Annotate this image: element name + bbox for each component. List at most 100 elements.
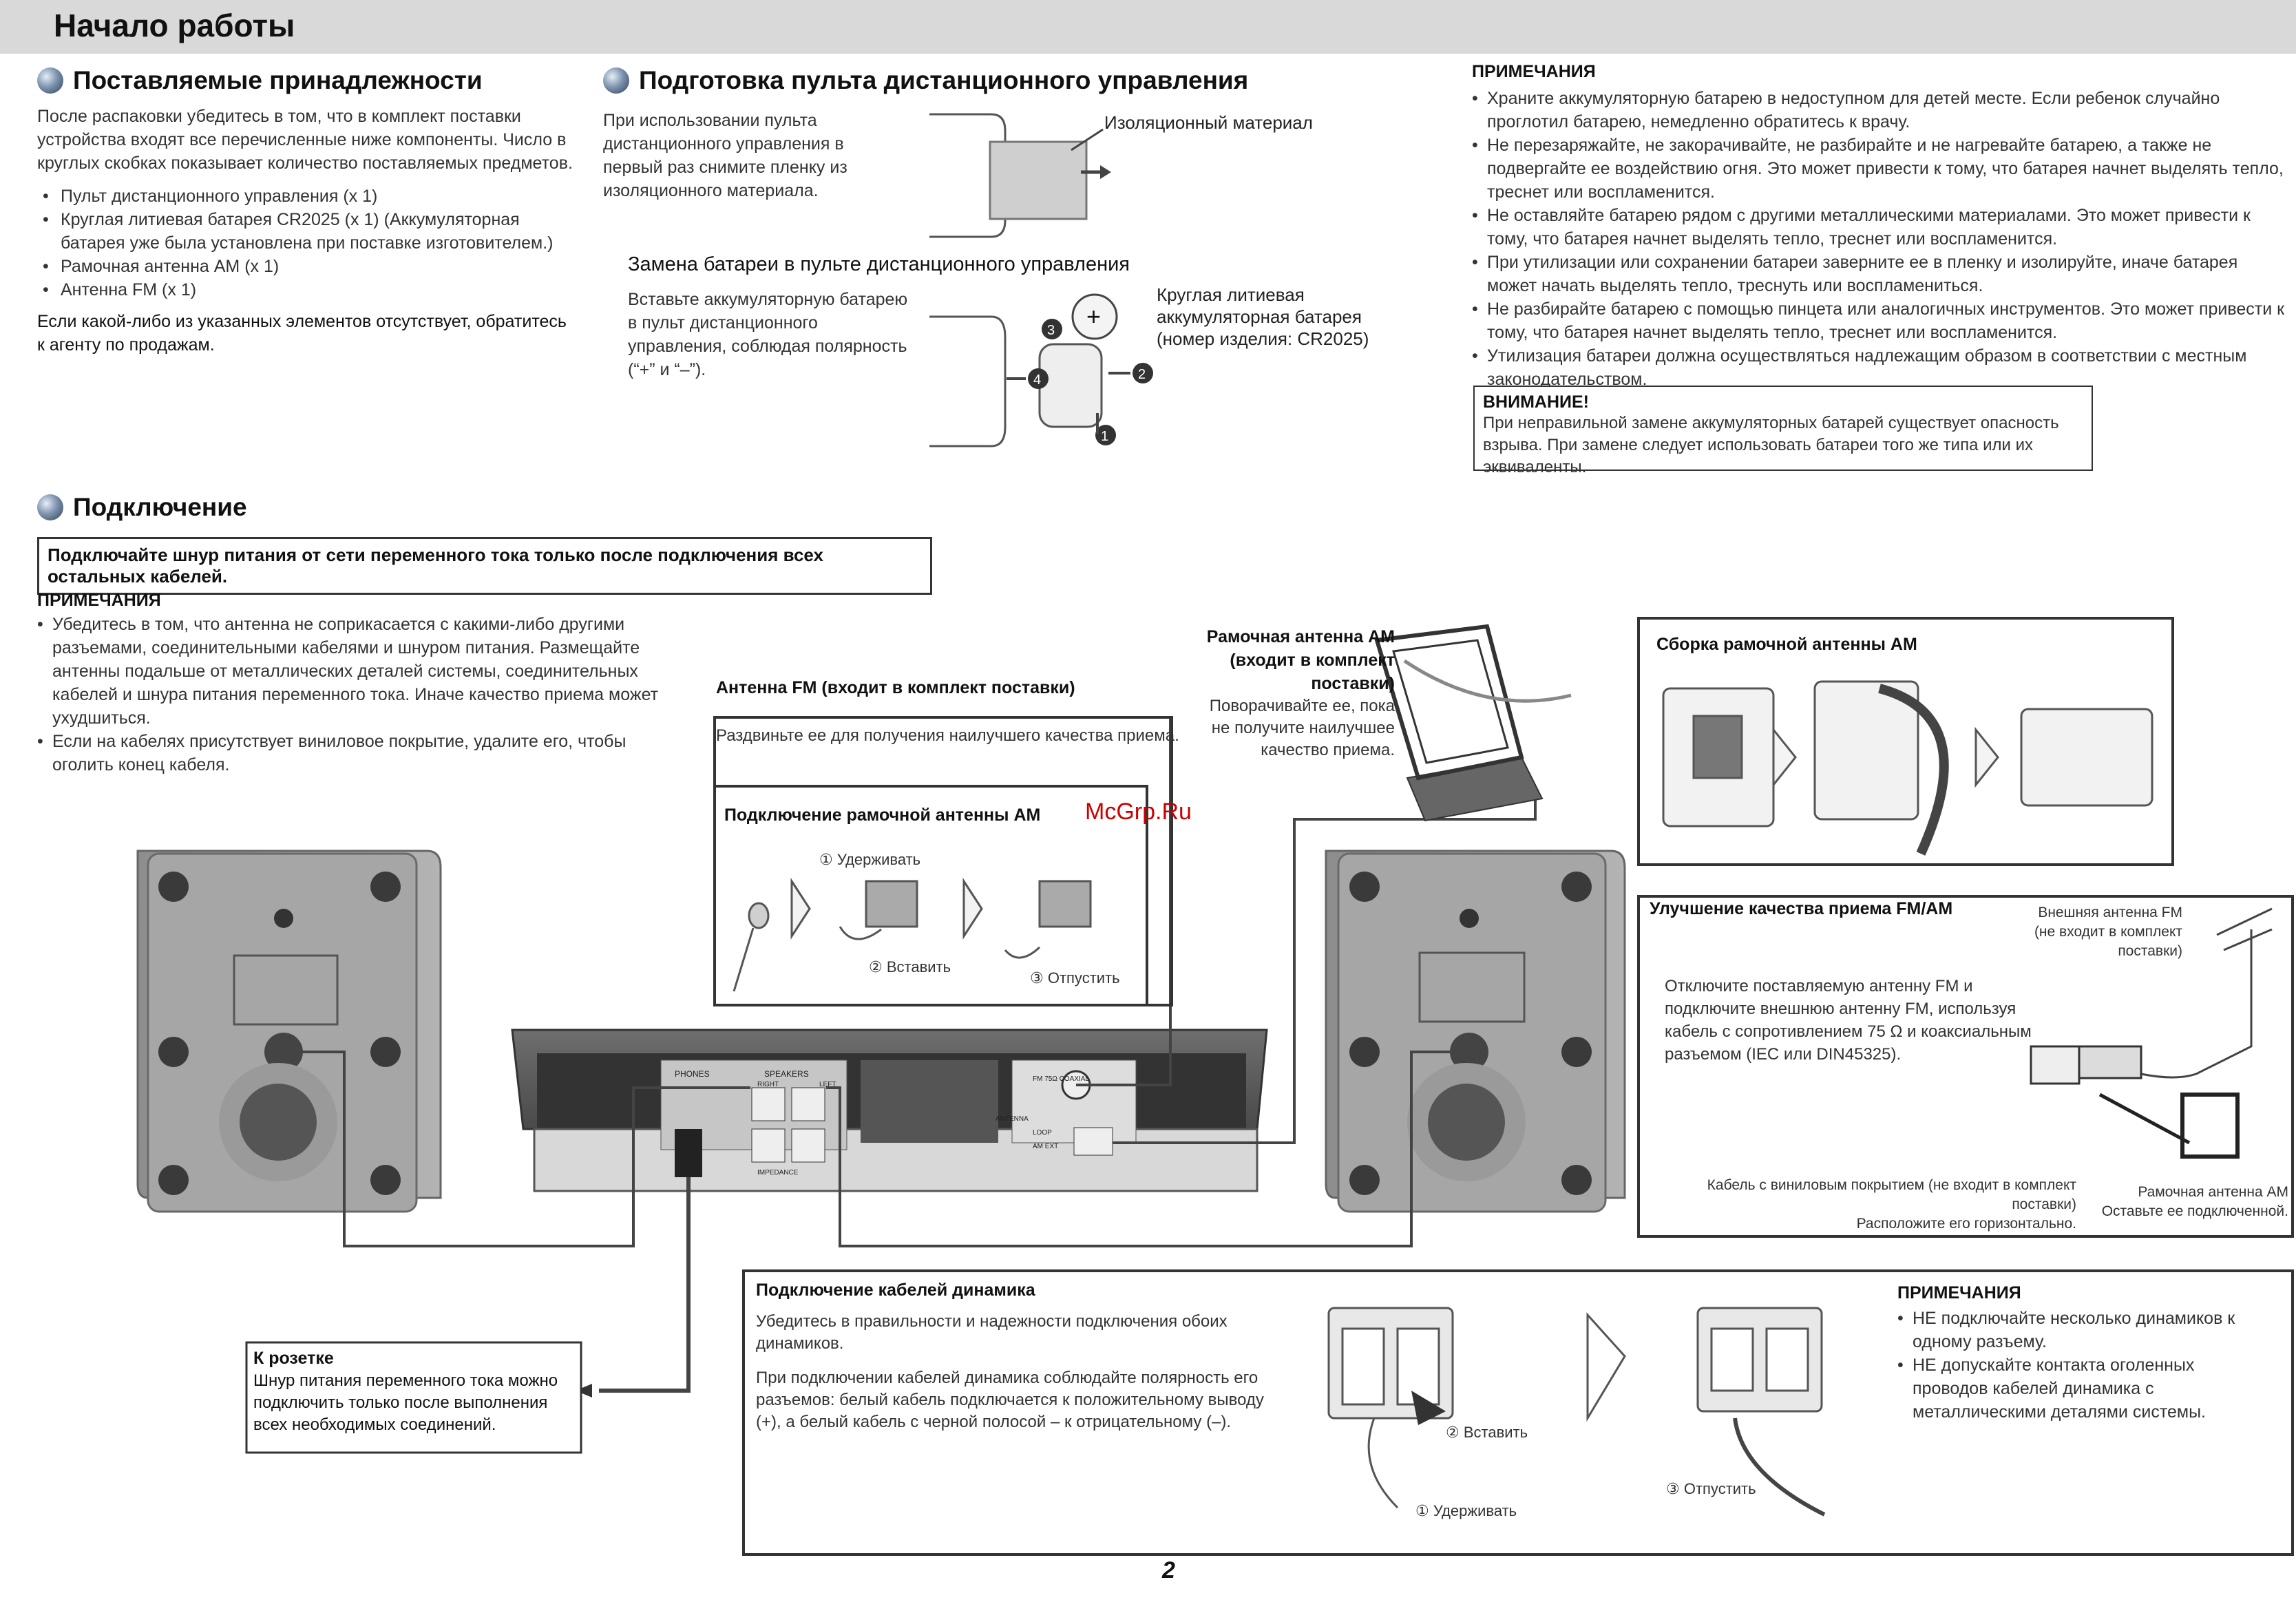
outlet-label: К розетке Шнур питания переменного тока … (253, 1347, 574, 1436)
connection-heading: Подключение (37, 493, 247, 522)
insulation-label: Изоляционный материал (1104, 112, 1313, 133)
list-item: Круглая литиевая батарея CR2025 (x 1) (А… (37, 208, 581, 255)
replace-battery-heading: Замена батареи в пульте дистанционного у… (628, 253, 1130, 275)
list-item: Рамочная антенна AM (x 1) (37, 255, 581, 278)
page-number: 2 (1162, 1557, 1175, 1583)
am-connect-heading: Подключение рамочной антенны AM (724, 805, 1041, 825)
am-keep-label: Рамочная антенна AM Оставьте ее подключе… (2097, 1183, 2288, 1221)
notes-top-heading: ПРИМЕЧАНИЯ (1472, 62, 1596, 81)
replace-battery-text: Вставьте аккумуляторную батарею в пульт … (628, 290, 908, 379)
title-bar: Начало работы (0, 0, 2296, 54)
list-item: При утилизации или сохранении батареи за… (1472, 251, 2291, 297)
am-loop-text: Поворачивайте ее, пока не получите наилу… (1209, 697, 1395, 759)
vinyl-cable-text: Кабель с виниловым покрытием (не входит … (1707, 1177, 2076, 1212)
am-connect-step1: ① Удерживать (819, 851, 921, 868)
section-bullet-icon (603, 67, 629, 94)
panel-am-ext-label: AM EXT (1033, 1143, 1058, 1150)
improve-box (1637, 895, 2294, 1238)
notes-top-list: Храните аккумуляторную батарею в недосту… (1472, 87, 2291, 391)
page-title: Начало работы (54, 8, 295, 43)
outlet-heading: К розетке (253, 1349, 334, 1368)
ext-antenna-label: Внешняя антенна FM (не входит в комплект… (2034, 905, 2182, 959)
list-item: Если на кабелях присутствует виниловое п… (37, 730, 677, 777)
list-item: Храните аккумуляторную батарею в недосту… (1472, 87, 2291, 134)
remote-text: При использовании пульта дистанционного … (603, 111, 847, 200)
accessories-heading-text: Поставляемые принадлежности (73, 66, 483, 94)
speaker-notes-list: НЕ подключайте несколько динамиков к одн… (1897, 1307, 2269, 1424)
speaker-text1: Убедитесь в правильности и надежности по… (756, 1312, 1228, 1353)
list-item: Антенна FM (x 1) (37, 278, 581, 302)
main-unit: PHONES SPEAKERS RIGHT LEFT IMPEDANCE ANT… (511, 1029, 1268, 1192)
improve-heading: Улучшение качества приема FM/AM (1650, 899, 1953, 918)
speaker-terminal-illustration (1327, 1307, 1826, 1517)
caution-text: При неправильной замене аккумуляторных б… (1483, 414, 2059, 476)
left-speaker (136, 850, 442, 1213)
panel-left-label: LEFT (819, 1081, 836, 1088)
step-2-badge: 2 (1138, 367, 1146, 382)
svg-text:+: + (1086, 302, 1101, 330)
remote-insulation-illustration (929, 113, 1111, 238)
list-item: НЕ допускайте контакта оголенных проводо… (1897, 1353, 2269, 1424)
accessories-list: Пульт дистанционного управления (x 1) Кр… (37, 184, 581, 302)
panel-loop-label: LOOP (1033, 1129, 1052, 1137)
battery-replacement-illustration: + 3 4 2 1 (929, 293, 1153, 447)
speaker-step3: ③ Отпустить (1666, 1480, 1756, 1497)
outlet-box (245, 1341, 582, 1454)
outlet-text: Шнур питания переменного тока можно подк… (253, 1371, 558, 1434)
caution-heading: ВНИМАНИЕ! (1483, 392, 1589, 412)
fm-external-antenna-illustration (2030, 907, 2273, 1159)
battery-label-text: Круглая литиевая аккумуляторная батарея (1157, 284, 1362, 327)
panel-speakers-label: SPEAKERS (764, 1069, 809, 1079)
battery-label: Круглая литиевая аккумуляторная батарея … (1157, 284, 1432, 350)
battery-part-number: (номер изделия: CR2025) (1157, 328, 1369, 349)
panel-fm-label: FM 75Ω COAXIAL (1033, 1075, 1089, 1083)
fm-antenna-heading: Антенна FM (входит в комплект поставки) (716, 678, 1075, 697)
section-bullet-icon (37, 494, 63, 520)
step-4-badge: 4 (1033, 372, 1041, 388)
speaker-step2: ② Вставить (1446, 1424, 1528, 1441)
list-item: Пульт дистанционного управления (x 1) (37, 184, 581, 208)
speaker-notes-heading: ПРИМЕЧАНИЯ (1897, 1283, 2021, 1303)
accessories-footer: Если какой-либо из указанных элементов о… (37, 312, 567, 355)
speaker-text2: При подключении кабелей динамика соблюда… (756, 1369, 1264, 1431)
list-item: НЕ подключайте несколько динамиков к одн… (1897, 1307, 2269, 1353)
list-item: Утилизация батареи должна осуществляться… (1472, 344, 2291, 391)
connection-heading-text: Подключение (73, 493, 247, 521)
list-item: Убедитесь в том, что антенна не соприкас… (37, 613, 677, 730)
am-connect-step2: ② Вставить (869, 958, 951, 976)
remote-heading: Подготовка пульта дистанционного управле… (603, 66, 1248, 95)
panel-phones-label: PHONES (675, 1069, 710, 1079)
power-warning: Подключайте шнур питания от сети перемен… (37, 537, 932, 595)
watermark: McGrp.Ru (1085, 799, 1192, 825)
am-connect-step3: ③ Отпустить (1030, 969, 1120, 987)
remote-heading-text: Подготовка пульта дистанционного управле… (639, 66, 1249, 94)
list-item: Не перезаряжайте, не закорачивайте, не р… (1472, 134, 2291, 204)
step-1-badge: 1 (1101, 429, 1108, 444)
list-item: Не разбирайте батарею с помощью пинцета … (1472, 297, 2291, 344)
speaker-step1: ① Удерживать (1415, 1502, 1517, 1519)
vinyl-cable-label: Кабель с виниловым покрытием (не входит … (1650, 1176, 2076, 1234)
panel-impedance-label: IMPEDANCE (757, 1169, 799, 1177)
caution-box: ВНИМАНИЕ! При неправильной замене аккуму… (1473, 386, 2093, 476)
right-speaker (1325, 850, 1626, 1213)
am-keep-text-2: Оставьте ее подключенной. (2101, 1203, 2288, 1219)
fm-antenna-text: Раздвиньте ее для получения наилучшего к… (716, 726, 1179, 745)
am-assembly-heading: Сборка рамочной антенны AM (1656, 635, 1917, 654)
am-loop-label: Рамочная антенна AM (входит в комплект п… (1198, 625, 1395, 761)
am-connect-illustration (733, 877, 1092, 992)
am-loop-heading: Рамочная антенна AM (входит в комплект п… (1206, 627, 1395, 693)
connection-notes-list: Убедитесь в том, что антенна не соприкас… (37, 613, 677, 777)
am-loop-antenna (1374, 624, 1572, 822)
speaker-heading: Подключение кабелей динамика (756, 1280, 1035, 1300)
connection-notes-heading: ПРИМЕЧАНИЯ (37, 591, 161, 610)
vinyl-cable-text-2: Расположите его горизонтально. (1856, 1216, 2076, 1232)
step-3-badge: 3 (1047, 323, 1055, 338)
panel-antenna-label: ANTENNA (996, 1115, 1029, 1123)
panel-right-label: RIGHT (757, 1081, 779, 1088)
list-item: Не оставляйте батарею рядом с другими ме… (1472, 204, 2291, 251)
improve-text: Отключите поставляемую антенну FM и подк… (1665, 977, 2032, 1064)
accessories-heading: Поставляемые принадлежности (37, 66, 483, 95)
section-bullet-icon (37, 67, 63, 94)
accessories-intro: После распаковки убедитесь в том, что в … (37, 107, 573, 173)
am-keep-text: Рамочная антенна AM (2138, 1184, 2288, 1200)
